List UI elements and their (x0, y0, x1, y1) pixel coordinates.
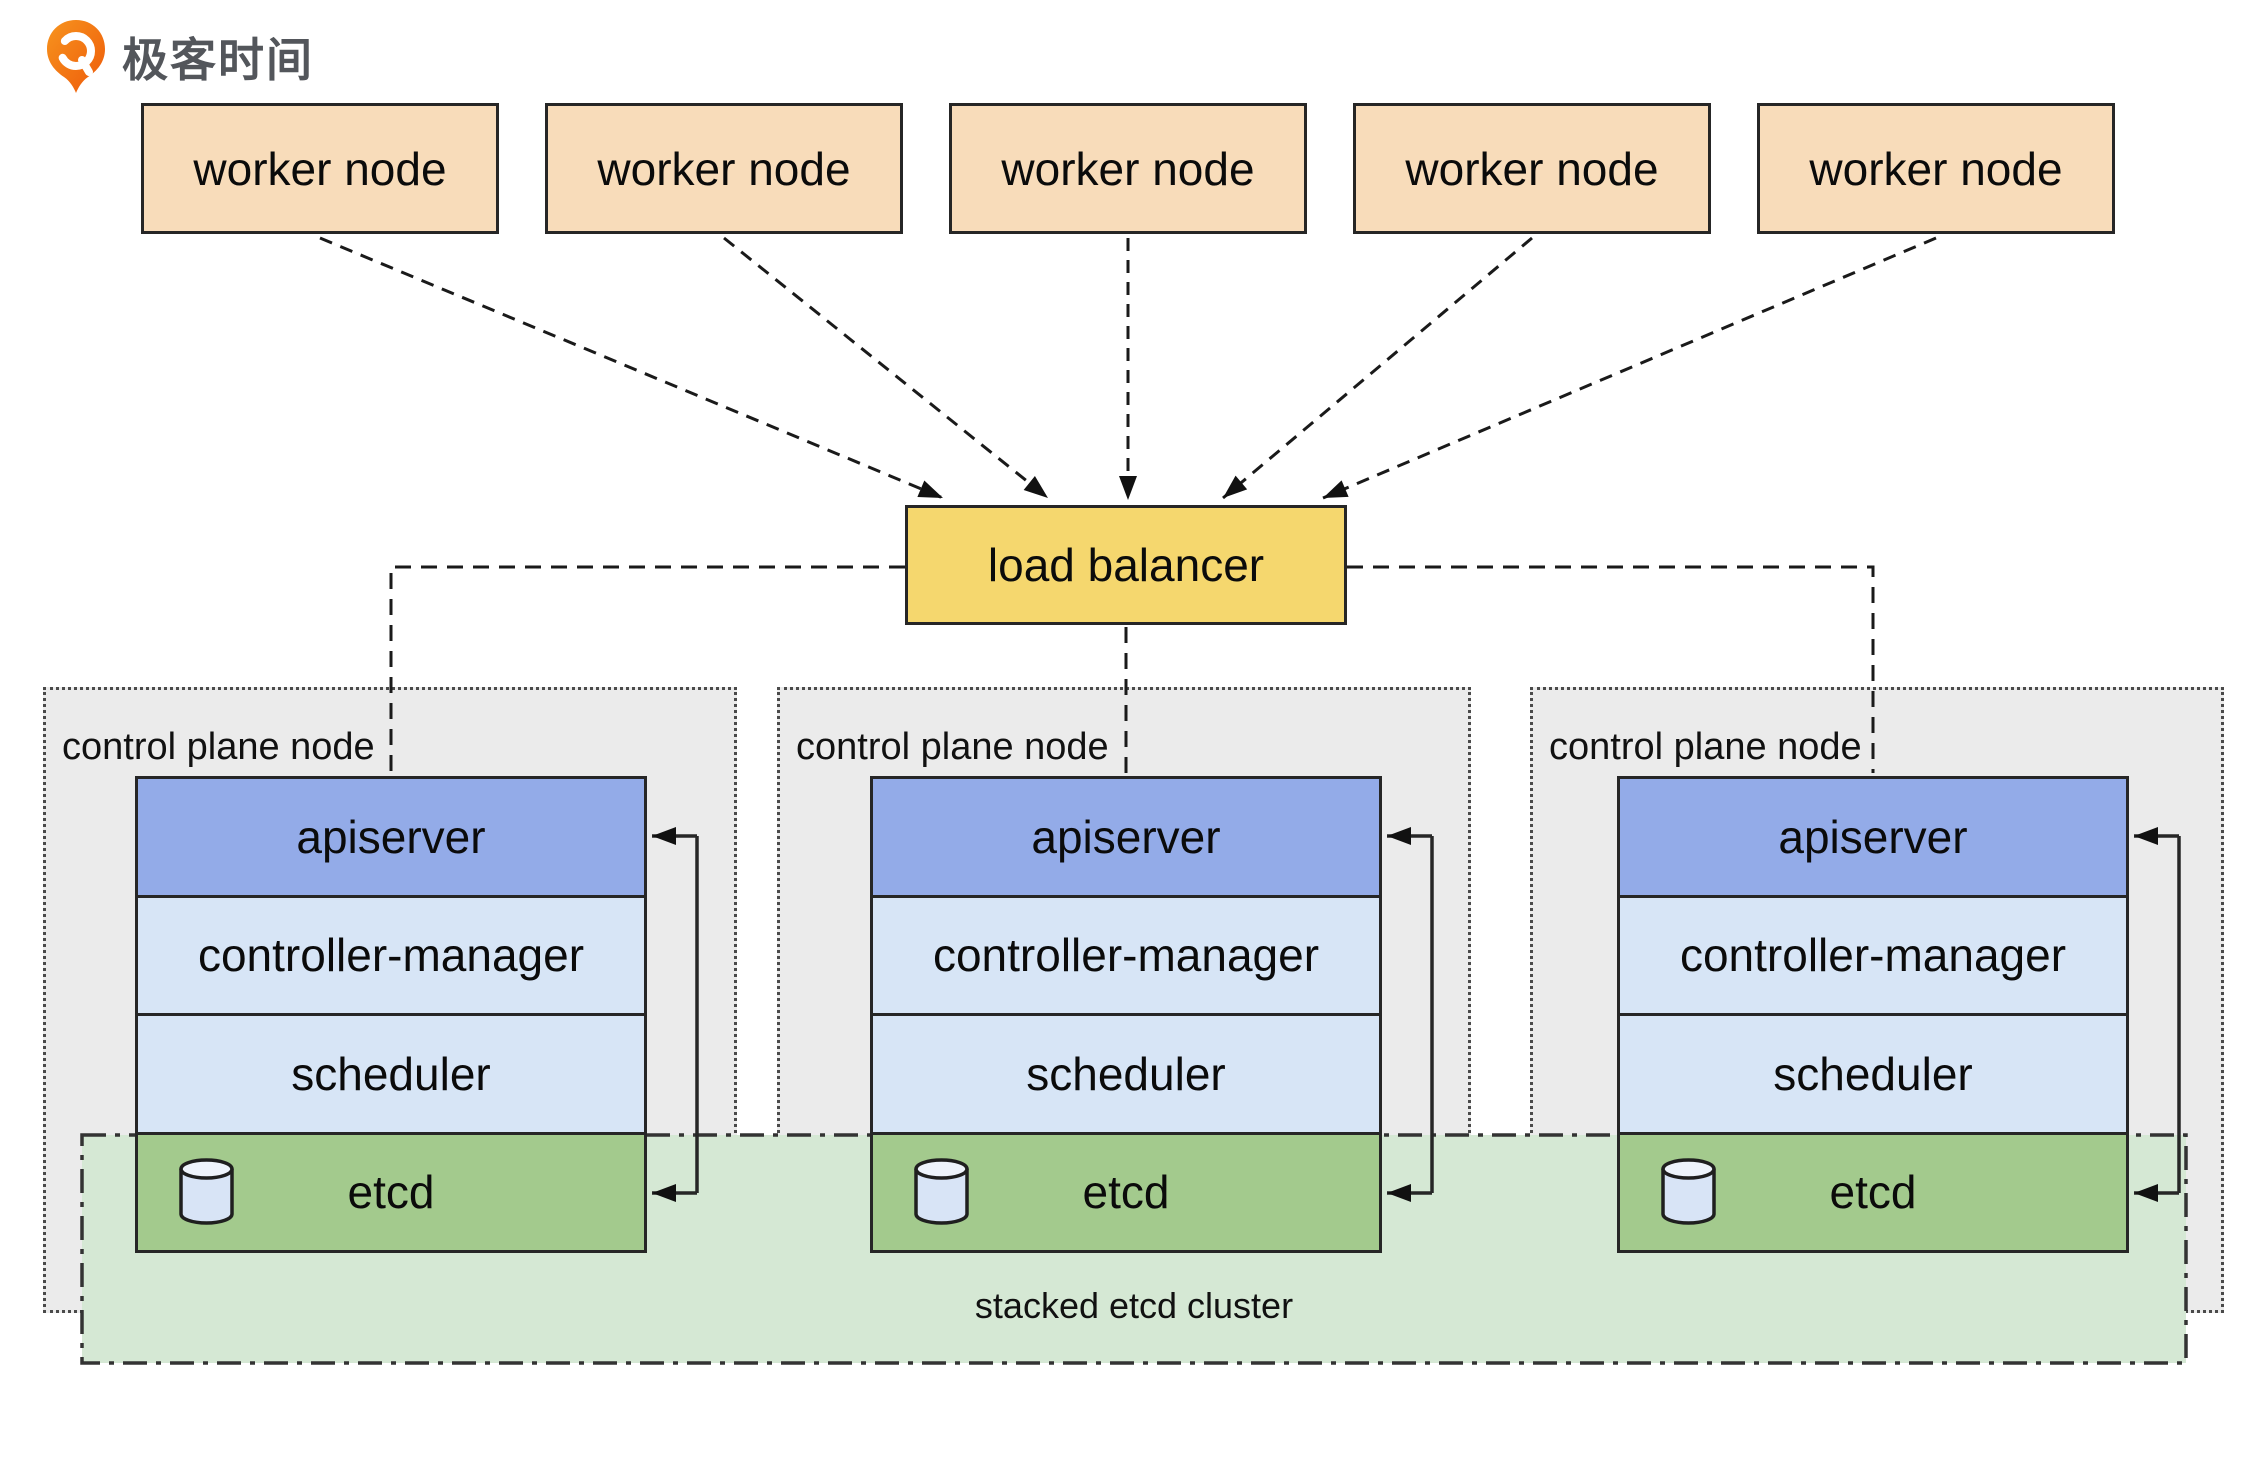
etcd-label: etcd (1082, 1166, 1170, 1219)
apiserver-label: apiserver (296, 810, 486, 863)
scheduler-box: scheduler (873, 1013, 1379, 1132)
worker-node-label: worker node (597, 142, 851, 195)
scheduler-box: scheduler (1620, 1013, 2126, 1132)
etcd-label: etcd (1829, 1166, 1917, 1219)
apiserver-box: apiserver (873, 779, 1379, 895)
etcd-box: etcd (873, 1131, 1379, 1250)
controller-manager-box: controller-manager (1620, 894, 2126, 1013)
worker-node-box-2: worker node (545, 103, 903, 234)
apiserver-box: apiserver (1620, 779, 2126, 895)
database-cylinder-icon (1661, 1158, 1716, 1225)
controller-manager-label: controller-manager (1679, 929, 2067, 982)
worker-arrow-1 (319, 236, 944, 500)
worker-arrow-5 (1322, 236, 1937, 500)
scheduler-label: scheduler (291, 1047, 491, 1100)
controller-manager-box: controller-manager (138, 894, 644, 1013)
control-plane-node-label: control plane node (62, 726, 375, 768)
worker-node-box-3: worker node (949, 103, 1307, 234)
control-plane-stack-1: apiserver controller-manager scheduler e… (135, 776, 647, 1253)
worker-arrow-2 (723, 236, 1049, 500)
worker-node-label: worker node (1809, 142, 2063, 195)
controller-manager-label: controller-manager (197, 929, 585, 982)
controller-manager-box: controller-manager (873, 894, 1379, 1013)
worker-node-box-4: worker node (1353, 103, 1711, 234)
controller-manager-label: controller-manager (932, 929, 1320, 982)
apiserver-box: apiserver (138, 779, 644, 895)
brand-name: 极客时间 (122, 34, 314, 86)
apiserver-label: apiserver (1778, 810, 1968, 863)
control-plane-node-label: control plane node (796, 726, 1109, 768)
worker-node-label: worker node (1001, 142, 1255, 195)
geektime-logo-icon (47, 20, 105, 93)
load-balancer-label: load balancer (987, 539, 1265, 591)
stacked-etcd-cluster-label: stacked etcd cluster (974, 1285, 1294, 1326)
scheduler-box: scheduler (138, 1013, 644, 1132)
brand-logo: 极客时间 (44, 18, 314, 96)
worker-node-label: worker node (193, 142, 447, 195)
worker-arrow-4 (1222, 236, 1533, 500)
database-cylinder-icon (179, 1158, 234, 1225)
worker-node-label: worker node (1405, 142, 1659, 195)
control-plane-node-label: control plane node (1549, 726, 1862, 768)
control-plane-stack-3: apiserver controller-manager scheduler e… (1617, 776, 2129, 1253)
worker-node-box-1: worker node (141, 103, 499, 234)
etcd-box: etcd (1620, 1131, 2126, 1250)
control-plane-stack-2: apiserver controller-manager scheduler e… (870, 776, 1382, 1253)
scheduler-label: scheduler (1026, 1047, 1226, 1100)
database-cylinder-icon (914, 1158, 969, 1225)
worker-node-box-5: worker node (1757, 103, 2115, 234)
apiserver-label: apiserver (1031, 810, 1221, 863)
etcd-label: etcd (347, 1166, 435, 1219)
etcd-box: etcd (138, 1131, 644, 1250)
scheduler-label: scheduler (1773, 1047, 1973, 1100)
load-balancer-box: load balancer (905, 505, 1347, 625)
